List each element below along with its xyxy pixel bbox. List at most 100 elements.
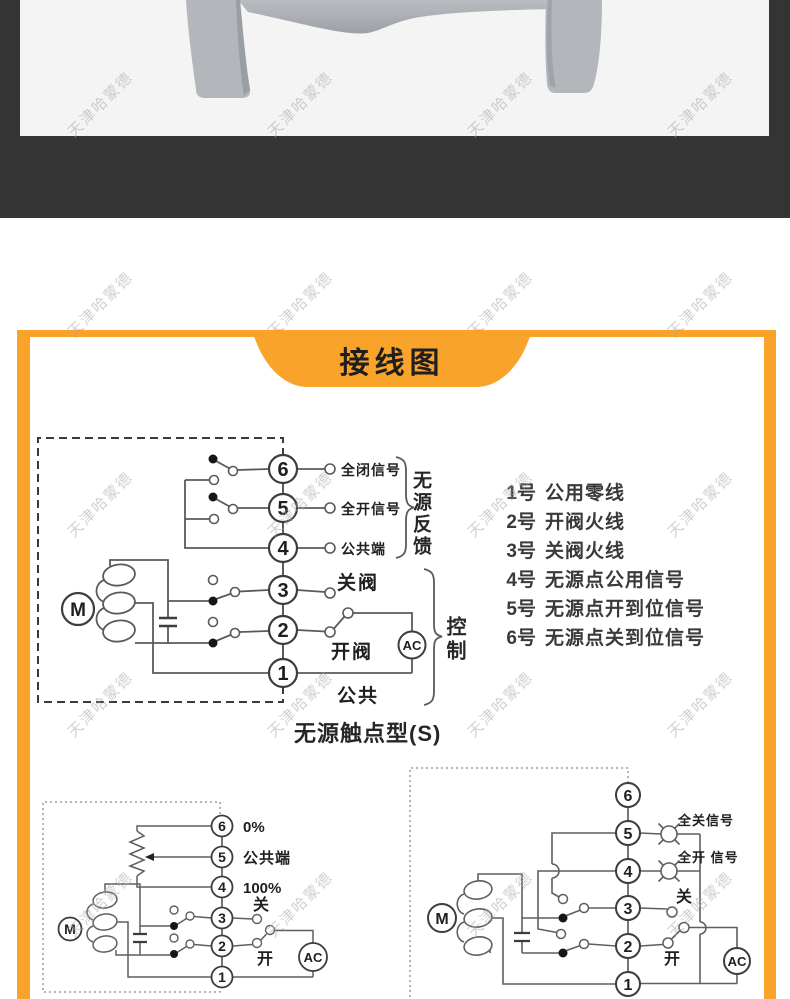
- cam-switch-contacts: [555, 893, 690, 958]
- ac-label: AC: [304, 950, 323, 965]
- valve-photo-illustration: [186, 0, 602, 98]
- bl-terminal-3: 3: [218, 910, 226, 926]
- switch-type-diagram: M AC: [409, 767, 751, 999]
- main-terminal-4: 4: [277, 538, 289, 560]
- legend-row: 2号开阀火线: [500, 508, 705, 537]
- legend-row: 6号无源点关到位信号: [500, 624, 705, 653]
- br-terminal-1: 1: [624, 977, 633, 994]
- wires: [104, 825, 314, 978]
- ac-power-symbol: AC: [723, 947, 751, 975]
- control-group-label: 控制: [443, 616, 465, 664]
- cam-switch-contacts: [169, 905, 276, 958]
- label-close: 关: [676, 887, 692, 906]
- main-terminal-2: 2: [277, 620, 288, 642]
- wire-end-terminals: [324, 463, 354, 638]
- label-common-tap: 公共端: [243, 849, 291, 867]
- bl-terminal-2: 2: [218, 938, 226, 954]
- valve-right-flange-shade: [546, 0, 556, 88]
- label-close: 关: [253, 895, 269, 914]
- motor-label: M: [64, 921, 76, 937]
- main-terminal-1: 1: [277, 663, 288, 685]
- capacitor-icon: [133, 932, 147, 944]
- motor-symbol: M: [60, 591, 96, 627]
- potentiometer-diagram: M AC 6 5: [42, 801, 328, 993]
- main-diagram-caption: 无源触点型(S): [294, 721, 442, 746]
- legend-desc: 无源点开到位信号: [545, 599, 706, 620]
- ac-power-symbol: AC: [397, 630, 427, 660]
- indicator-lamps: [657, 822, 681, 883]
- legend-num: 6号: [506, 628, 536, 649]
- banner-ribbon-shape: [252, 330, 532, 387]
- diagram-canvas: M AC: [37, 437, 751, 999]
- label-full-open-signal: 全开信号: [340, 501, 401, 517]
- label-full-close-signal: 全闭信号: [340, 462, 401, 478]
- motor-winding-coils: [95, 563, 136, 643]
- ac-power-symbol: AC: [298, 942, 328, 972]
- main-terminal-strip: 6 5 4 3 2 1: [267, 453, 299, 689]
- ac-label: AC: [403, 638, 422, 653]
- valve-right-flange: [545, 0, 602, 93]
- control-group-brace: [423, 568, 443, 706]
- legend-desc: 开阀火线: [545, 512, 626, 533]
- main-terminal-5: 5: [277, 498, 288, 520]
- legend-desc: 关阀火线: [545, 541, 626, 562]
- label-open: 开: [257, 950, 273, 968]
- motor-label: M: [70, 600, 86, 621]
- br-terminal-2: 2: [624, 939, 633, 956]
- terminal-legend: 1号公用零线 2号开阀火线 3号关阀火线 4号无源点公用信号 5号无源点开到位信…: [500, 479, 705, 653]
- br-terminal-3: 3: [624, 901, 633, 918]
- terminal-strip: 6 5 4 3 2 1: [615, 782, 641, 997]
- motor-symbol: M: [427, 903, 457, 933]
- wires: [477, 832, 738, 985]
- motor-winding-coils: [86, 891, 118, 953]
- legend-row: 5号无源点开到位信号: [500, 595, 705, 624]
- label-full-close-signal: 全关信号: [677, 813, 734, 828]
- legend-desc: 公用零线: [545, 483, 626, 504]
- legend-num: 5号: [506, 599, 536, 620]
- legend-desc: 无源点公用信号: [545, 570, 686, 591]
- main-wiring-diagram: M AC: [37, 437, 443, 707]
- panel-title-banner: 接线图: [252, 330, 532, 387]
- br-terminal-5: 5: [624, 826, 633, 843]
- passive-feedback-group-label: 无源反馈: [410, 470, 431, 558]
- cam-switch-contacts: [207, 454, 241, 648]
- main-terminal-6: 6: [277, 459, 288, 481]
- legend-num: 3号: [506, 541, 536, 562]
- legend-row: 1号公用零线: [500, 479, 705, 508]
- valve-left-flange-shade: [236, 0, 250, 96]
- motor-winding-coils: [456, 880, 493, 956]
- actuator-dotted-boundary: [42, 801, 221, 993]
- label-0-percent: 0%: [243, 819, 265, 836]
- product-photo: [20, 0, 769, 136]
- terminal-strip: 6 5 4 3 2 1: [210, 814, 234, 989]
- wires: [109, 460, 413, 674]
- valve-body: [238, 0, 554, 34]
- panel-title: 接线图: [340, 347, 445, 380]
- bl-terminal-5: 5: [218, 849, 226, 865]
- br-terminal-6: 6: [624, 788, 633, 805]
- actuator-dashed-boundary: [37, 437, 284, 703]
- bl-terminal-1: 1: [218, 969, 226, 985]
- wiper-arrowhead: [145, 853, 154, 861]
- label-common: 公共: [337, 685, 379, 707]
- legend-row: 3号关阀火线: [500, 537, 705, 566]
- ac-label: AC: [728, 954, 747, 969]
- potentiometer-zigzag: [127, 830, 146, 877]
- label-full-open-signal: 全开 信号: [677, 850, 739, 865]
- label-100-percent: 100%: [243, 880, 281, 897]
- legend-num: 2号: [506, 512, 536, 533]
- legend-num: 4号: [506, 570, 536, 591]
- legend-row: 4号无源点公用信号: [500, 566, 705, 595]
- main-terminal-3: 3: [277, 580, 288, 602]
- capacitor-icon: [514, 931, 530, 943]
- label-close-valve: 关阀: [337, 571, 379, 594]
- bl-terminal-6: 6: [218, 818, 226, 834]
- wire-hop-crossings: [551, 863, 707, 935]
- label-open: 开: [664, 950, 680, 968]
- legend-desc: 无源点关到位信号: [545, 628, 706, 649]
- br-terminal-4: 4: [624, 864, 633, 881]
- motor-symbol: M: [57, 916, 83, 942]
- valve-left-flange: [186, 0, 251, 98]
- label-open-valve: 开阀: [331, 640, 373, 663]
